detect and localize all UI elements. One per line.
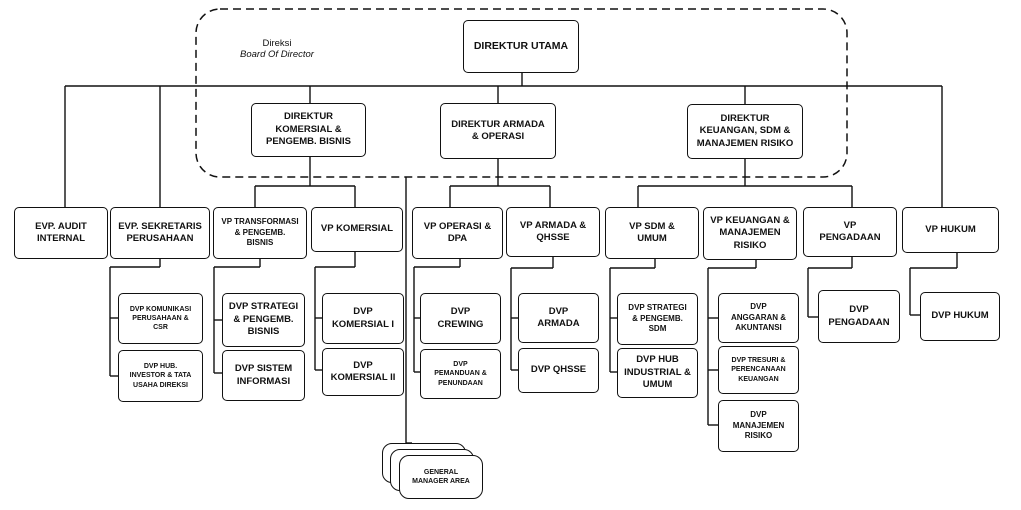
- dvp-armada-box: DVP ARMADA: [518, 293, 599, 343]
- gm-area-box: GENERAL MANAGER AREA: [399, 455, 483, 499]
- dvp-anggaran-box: DVP ANGGARAN & AKUNTANSI: [718, 293, 799, 343]
- dvp-komersial-2-box: DVP KOMERSIAL II: [322, 348, 404, 396]
- dvp-qhsse-box: DVP QHSSE: [518, 348, 599, 393]
- dvp-pemanduan-box: DVP PEMANDUAN & PENUNDAAN: [420, 349, 501, 399]
- dvp-hub-investor-box: DVP HUB. INVESTOR & TATA USAHA DIREKSI: [118, 350, 203, 402]
- evp-sekretaris-box: EVP. SEKRETARIS PERUSAHAAN: [110, 207, 210, 259]
- dvp-komersial-1-box: DVP KOMERSIAL I: [322, 293, 404, 344]
- dvp-crewing-box: DVP CREWING: [420, 293, 501, 344]
- dvp-strategi-bisnis-box: DVP STRATEGI & PENGEMB. BISNIS: [222, 293, 305, 347]
- vp-operasi-box: VP OPERASI & DPA: [412, 207, 503, 259]
- vp-pengadaan-box: VP PENGADAAN: [803, 207, 897, 257]
- dvp-sistem-informasi-box: DVP SISTEM INFORMASI: [222, 350, 305, 401]
- vp-armada-box: VP ARMADA & QHSSE: [506, 207, 600, 257]
- dvp-hub-industrial-box: DVP HUB INDUSTRIAL & UMUM: [617, 348, 698, 398]
- dvp-manajemen-risiko-box: DVP MANAJEMEN RISIKO: [718, 400, 799, 452]
- dvp-pengadaan-box: DVP PENGADAAN: [818, 290, 900, 343]
- dvp-hukum-box: DVP HUKUM: [920, 292, 1000, 341]
- vp-hukum-box: VP HUKUM: [902, 207, 999, 253]
- vp-sdm-box: VP SDM & UMUM: [605, 207, 699, 259]
- board-label-text: Direksi: [262, 38, 292, 49]
- vp-keuangan-box: VP KEUANGAN & MANAJEMEN RISIKO: [703, 207, 797, 260]
- board-boundary: [195, 8, 848, 178]
- direktur-komersial-box: DIREKTUR KOMERSIAL & PENGEMB. BISNIS: [251, 103, 366, 157]
- board-label: Direksi Board Of Director: [222, 38, 332, 60]
- direktur-armada-box: DIREKTUR ARMADA & OPERASI: [440, 103, 556, 159]
- dvp-strategi-sdm-box: DVP STRATEGI & PENGEMB. SDM: [617, 293, 698, 345]
- direktur-utama-box: DIREKTUR UTAMA: [463, 20, 579, 73]
- direktur-keuangan-box: DIREKTUR KEUANGAN, SDM & MANAJEMEN RISIK…: [687, 104, 803, 159]
- vp-komersial-box: VP KOMERSIAL: [311, 207, 403, 252]
- board-sublabel-text: Board Of Director: [240, 49, 314, 60]
- dvp-komunikasi-box: DVP KOMUNIKASI PERUSAHAAN & CSR: [118, 293, 203, 344]
- dvp-tresuri-box: DVP TRESURI & PERENCANAAN KEUANGAN: [718, 346, 799, 394]
- vp-transformasi-box: VP TRANSFORMASI & PENGEMB. BISNIS: [213, 207, 307, 259]
- evp-audit-internal-box: EVP. AUDIT INTERNAL: [14, 207, 108, 259]
